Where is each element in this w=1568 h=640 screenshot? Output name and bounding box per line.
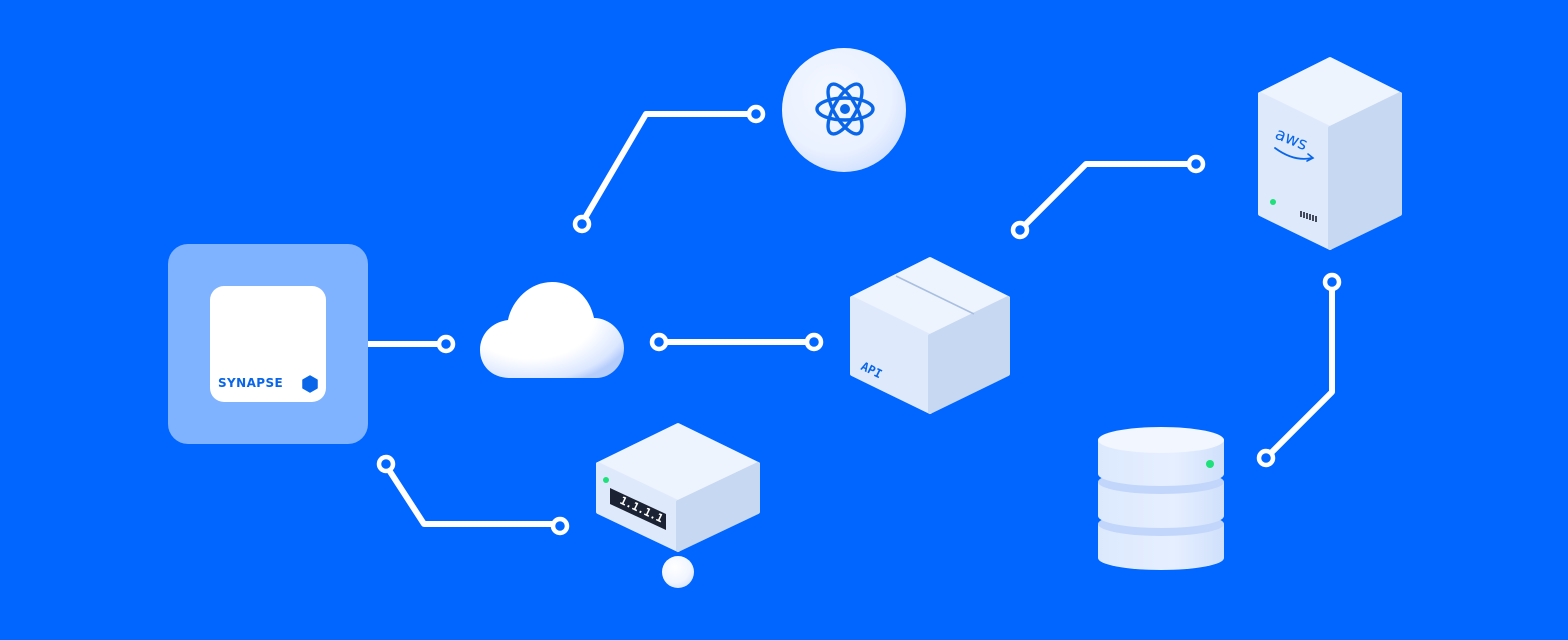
synapse-label: SYNAPSE	[218, 376, 284, 390]
aws-server-node: aws	[1258, 57, 1402, 250]
vent-slots-icon	[1300, 211, 1317, 222]
connector-cloud-react	[582, 111, 753, 221]
react-atom-icon	[815, 82, 875, 136]
node-port	[1010, 220, 1030, 240]
node-port	[649, 332, 669, 352]
cloud-icon	[480, 282, 624, 378]
api-box-right	[928, 296, 1010, 414]
hexagon-icon	[302, 375, 318, 393]
database-node	[1098, 427, 1224, 570]
node-port	[1322, 272, 1342, 292]
dns-endpoint-sphere	[662, 556, 694, 588]
connector-api-aws	[1022, 161, 1193, 228]
node-port	[436, 334, 456, 354]
node-port	[376, 454, 396, 474]
node-port	[1256, 448, 1276, 468]
connector-synapse-dns	[386, 467, 557, 527]
database-top	[1098, 427, 1224, 453]
status-led	[1270, 199, 1276, 205]
connector-aws-database	[1267, 285, 1335, 457]
status-led	[603, 477, 609, 483]
aws-smile-icon	[1274, 147, 1313, 160]
ip-display	[610, 488, 666, 530]
node-port	[1186, 154, 1206, 174]
api-box-node: API	[850, 257, 1010, 414]
node-port	[550, 516, 570, 536]
node-port	[572, 214, 592, 234]
dns-box-node: 1.1.1.1	[596, 423, 760, 552]
node-port	[804, 332, 824, 352]
node-port	[746, 104, 766, 124]
status-led	[1206, 460, 1214, 468]
